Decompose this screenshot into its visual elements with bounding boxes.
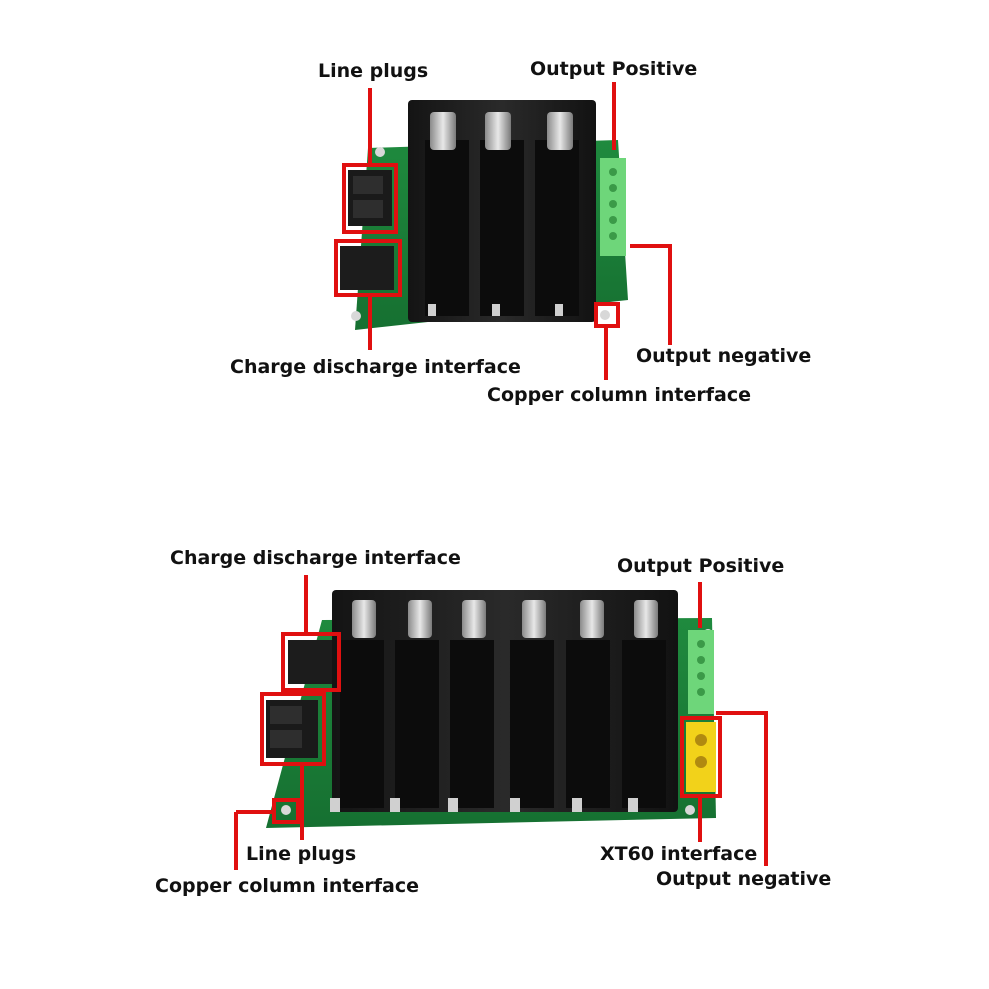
top-cell-slot [535, 140, 579, 316]
bottom-line-plugs-box [260, 692, 326, 766]
bottom-terminal-screw [697, 640, 705, 648]
bottom-contact-tab [390, 798, 400, 812]
bottom-spring-contact [522, 600, 546, 638]
top-line-plug-port [353, 200, 383, 218]
bottom-contact-tab [628, 798, 638, 812]
bottom-terminal-screw [697, 656, 705, 664]
bottom-xt60-label: XT60 interface [600, 843, 758, 865]
bottom-line-plugs-label: Line plugs [246, 843, 357, 865]
bottom-contact-tab [510, 798, 520, 812]
top-contact-tab [555, 304, 563, 316]
bottom-cell-slot [622, 640, 666, 808]
bottom-line-plug-port [270, 706, 302, 724]
bottom-charge-discharge-box [281, 632, 341, 692]
top-spring-contact [547, 112, 573, 150]
top-copper-column [600, 310, 610, 320]
top-mount-hole [375, 147, 385, 157]
top-terminal-screw [609, 168, 617, 176]
top-terminal-screw [609, 200, 617, 208]
top-copper-column-label: Copper column interface [487, 384, 751, 406]
top-terminal-screw [609, 184, 617, 192]
bottom-spring-contact [408, 600, 432, 638]
bottom-spring-contact [634, 600, 658, 638]
top-spring-contact [485, 112, 511, 150]
bottom-board-image [266, 590, 716, 828]
bottom-copper-column [281, 805, 291, 815]
bottom-terminal-screw [697, 672, 705, 680]
top-output-positive-label: Output Positive [530, 58, 698, 80]
top-output-negative-label: Output negative [636, 345, 812, 367]
top-charge-discharge-label: Charge discharge interface [230, 356, 521, 378]
bottom-line-plug-port [270, 730, 302, 748]
bottom-copper-column-label: Copper column interface [155, 875, 419, 897]
bottom-charge-discharge-label: Charge discharge interface [170, 547, 461, 569]
bottom-cell-slot [450, 640, 494, 808]
top-output-negative-leader [630, 244, 672, 345]
top-callouts [334, 82, 672, 380]
top-terminal-screw [609, 216, 617, 224]
bottom-cell-slot [510, 640, 554, 808]
top-cell-slot [480, 140, 524, 316]
bottom-contact-tab [330, 798, 340, 812]
top-line-plugs-label: Line plugs [318, 60, 429, 82]
bottom-terminal-screw [697, 688, 705, 696]
top-line-plug-port [353, 176, 383, 194]
bottom-xt60-pin [695, 756, 707, 768]
bottom-spring-contact [462, 600, 486, 638]
bottom-contact-tab [448, 798, 458, 812]
bottom-mount-hole [685, 805, 695, 815]
top-spring-contact [430, 112, 456, 150]
top-mount-hole [351, 311, 361, 321]
bottom-cell-slot [566, 640, 610, 808]
top-contact-tab [428, 304, 436, 316]
top-dc-jack [340, 246, 394, 290]
bottom-cell-slot [395, 640, 439, 808]
bottom-cell-slot [340, 640, 384, 808]
top-contact-tab [492, 304, 500, 316]
top-cell-slot [425, 140, 469, 316]
bottom-spring-contact [352, 600, 376, 638]
bottom-spring-contact [580, 600, 604, 638]
top-terminal-screw [609, 232, 617, 240]
bottom-output-negative-label: Output negative [656, 868, 832, 890]
top-board-image [340, 100, 628, 330]
bottom-dc-jack [288, 640, 332, 684]
bottom-xt60-pin [695, 734, 707, 746]
bottom-contact-tab [572, 798, 582, 812]
bottom-output-negative-leader [716, 711, 768, 866]
bottom-output-positive-label: Output Positive [617, 555, 785, 577]
bottom-callouts [234, 575, 768, 870]
